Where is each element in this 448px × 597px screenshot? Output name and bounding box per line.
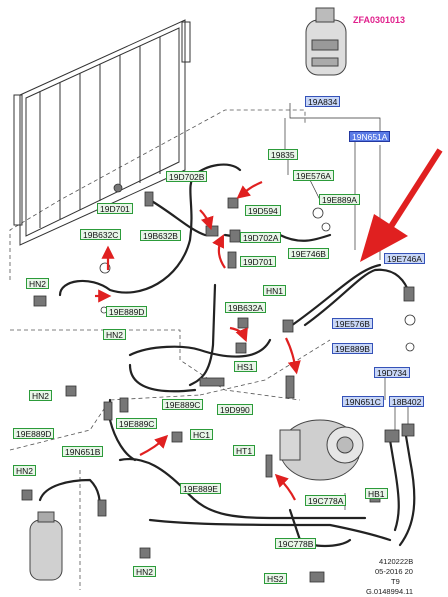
- ref-HS1[interactable]: HS1: [234, 361, 257, 372]
- ref-19E889D-lower[interactable]: 19E889D: [13, 428, 55, 439]
- fittings: [21, 183, 416, 583]
- ref-HN2-b[interactable]: HN2: [103, 329, 127, 340]
- accumulator-drawing: [29, 511, 63, 581]
- ref-19E889B[interactable]: 19E889B: [332, 343, 373, 354]
- ref-19D702B[interactable]: 19D702B: [166, 171, 208, 182]
- hoses: [38, 163, 416, 548]
- footer-line-2: 05-2016 20: [375, 567, 413, 576]
- ref-19E889C-right[interactable]: 19E889C: [162, 399, 204, 410]
- ref-19B632A[interactable]: 19B632A: [225, 302, 266, 313]
- part-number-zfa0301013: ZFA0301013: [353, 15, 406, 25]
- ref-19E746A[interactable]: 19E746A: [384, 253, 425, 264]
- ref-HT1[interactable]: HT1: [233, 445, 256, 456]
- ref-19B632B[interactable]: 19B632B: [140, 230, 181, 241]
- ref-19835[interactable]: 19835: [268, 149, 298, 160]
- ref-19N651C[interactable]: 19N651C: [342, 396, 384, 407]
- condenser-drawing: [13, 19, 191, 246]
- ref-19E889D-upper[interactable]: 19E889D: [106, 306, 148, 317]
- ref-19E889E[interactable]: 19E889E: [180, 483, 221, 494]
- ref-19D594[interactable]: 19D594: [245, 205, 281, 216]
- footer-line-1: 4120222B: [379, 557, 414, 566]
- ref-19D701-lower[interactable]: 19D701: [240, 256, 276, 267]
- ref-HN2-a[interactable]: HN2: [26, 278, 50, 289]
- ref-19E889A[interactable]: 19E889A: [319, 194, 360, 205]
- ref-HB1[interactable]: HB1: [365, 488, 388, 499]
- ref-19D702A[interactable]: 19D702A: [240, 232, 282, 243]
- compressor-drawing: [279, 419, 364, 481]
- ref-18B402[interactable]: 18B402: [389, 396, 425, 407]
- ref-19E576A[interactable]: 19E576A: [293, 170, 334, 181]
- ref-19A834[interactable]: 19A834: [305, 96, 341, 107]
- ref-HC1[interactable]: HC1: [190, 429, 214, 440]
- ref-19B632C[interactable]: 19B632C: [80, 229, 122, 240]
- ref-19D734[interactable]: 19D734: [374, 367, 410, 378]
- ref-HN2-e[interactable]: HN2: [133, 566, 157, 577]
- ref-19E576B[interactable]: 19E576B: [332, 318, 373, 329]
- ref-19E746B[interactable]: 19E746B: [288, 248, 329, 259]
- ref-19C778B[interactable]: 19C778B: [275, 538, 317, 549]
- ref-19D990[interactable]: 19D990: [217, 404, 253, 415]
- ref-19N651B[interactable]: 19N651B: [62, 446, 104, 457]
- ref-HN2-c[interactable]: HN2: [29, 390, 53, 401]
- large-red-arrow: [360, 148, 443, 262]
- ref-HN1[interactable]: HN1: [263, 285, 287, 296]
- footer-line-4: G.0148994.11: [366, 587, 413, 596]
- ref-19D701-upper[interactable]: 19D701: [97, 203, 133, 214]
- ref-19N651A[interactable]: 19N651A: [349, 131, 391, 142]
- refrigerant-cylinder-drawing: [305, 7, 347, 76]
- ref-HN2-d[interactable]: HN2: [13, 465, 37, 476]
- ref-19C778A[interactable]: 19C778A: [305, 495, 347, 506]
- ref-HS2[interactable]: HS2: [264, 573, 287, 584]
- ref-19E889C-left[interactable]: 19E889C: [116, 418, 158, 429]
- red-arrows: [95, 180, 301, 501]
- footer-line-3: T9: [391, 577, 400, 586]
